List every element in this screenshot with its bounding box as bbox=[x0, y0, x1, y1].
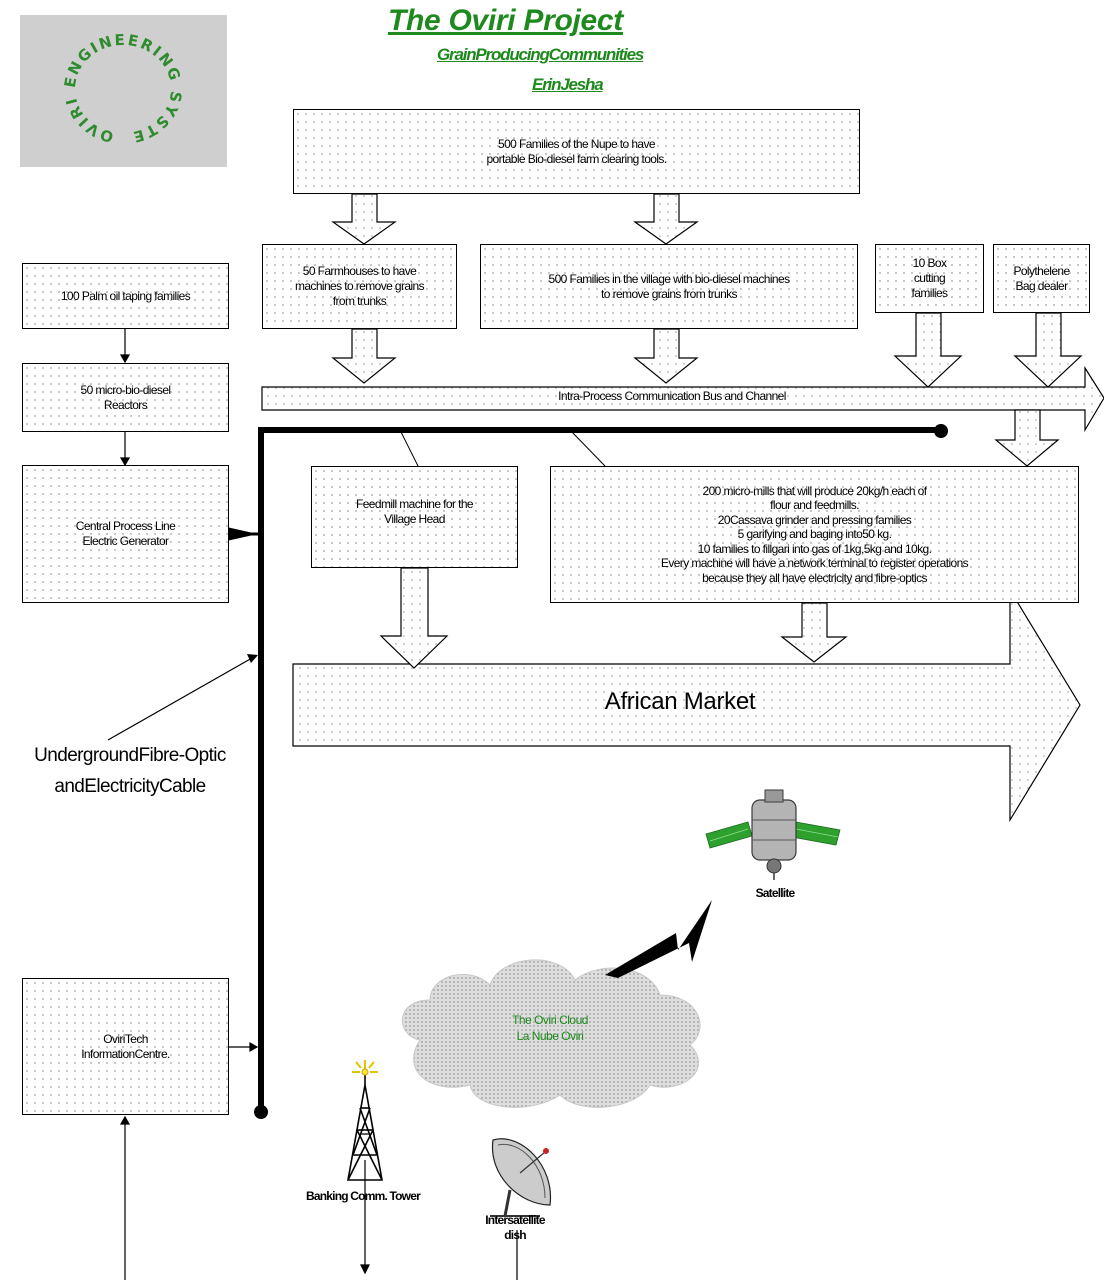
box-village-families: 500 Families in the village with bio-die… bbox=[480, 244, 858, 329]
info-centre-text: OviriTech InformationCentre. bbox=[81, 1031, 170, 1061]
block-arrow-7 bbox=[994, 409, 1060, 467]
tower-icon bbox=[347, 1068, 383, 1181]
block-arrow-2 bbox=[633, 193, 699, 245]
block-arrow-9 bbox=[780, 602, 848, 663]
farmhouses-text: 50 Farmhouses to have machines to remove… bbox=[294, 264, 425, 308]
oviri-cloud-icon bbox=[402, 959, 701, 1108]
tower-label: Banking Comm. Tower bbox=[306, 1189, 421, 1203]
satellite-label: Satellite bbox=[755, 886, 796, 900]
african-market-arrow bbox=[292, 587, 1081, 823]
bus-arrow bbox=[261, 365, 1104, 433]
page-title: The Oviri Project bbox=[388, 4, 623, 37]
box-nupe-families: 500 Families of the Nupe to have portabl… bbox=[293, 109, 860, 194]
lightning-bolt-icon bbox=[605, 900, 712, 978]
subtitle-communities: GrainProducingCommunities bbox=[437, 45, 644, 64]
box-farmhouses: 50 Farmhouses to have machines to remove… bbox=[262, 244, 457, 329]
satellite-dish-icon bbox=[490, 1138, 552, 1217]
box-micro-mills: 200 micro-mills that will produce 20kg/h… bbox=[550, 466, 1079, 603]
palm-oil-text: 100 Palm oil taping families bbox=[60, 288, 191, 303]
village-families-text: 500 Families in the village with bio-die… bbox=[548, 271, 791, 301]
box-reactors: 50 micro-bio-diesel Reactors bbox=[22, 363, 229, 432]
block-arrow-4 bbox=[633, 328, 699, 384]
generator-text: Central Process Line Electric Generator bbox=[75, 519, 176, 548]
block-arrow-3 bbox=[331, 328, 397, 384]
tower-signal-icon bbox=[352, 1060, 378, 1076]
dish-label: Intersatellite dish bbox=[485, 1213, 545, 1242]
block-arrow-5 bbox=[893, 312, 963, 388]
micro-mills-text: 200 micro-mills that will produce 20kg/h… bbox=[660, 483, 969, 585]
feedmill-text: Feedmill machine for the Village Head bbox=[356, 497, 474, 526]
block-arrow-8 bbox=[379, 567, 449, 669]
reactors-text: 50 micro-bio-diesel Reactors bbox=[80, 382, 172, 412]
block-arrow-1 bbox=[331, 193, 397, 245]
box-polythene: Polythelene Bag dealer bbox=[993, 244, 1090, 313]
oviri-logo: OVIRI ENGINEERING SYSTEMS bbox=[12, 1, 227, 167]
box-info-centre: OviriTech InformationCentre. bbox=[22, 978, 229, 1115]
satellite-icon bbox=[705, 789, 841, 880]
subtitle-location: ErinJesha bbox=[532, 75, 604, 94]
box-feedmill: Feedmill machine for the Village Head bbox=[311, 466, 518, 568]
bus-label: Intra-Process Communication Bus and Chan… bbox=[558, 389, 786, 403]
box-cutting-text: 10 Box cutting families bbox=[911, 256, 948, 300]
block-arrow-6 bbox=[1013, 312, 1083, 388]
nupe-families-text: 500 Families of the Nupe to have portabl… bbox=[486, 136, 667, 166]
polythene-text: Polythelene Bag dealer bbox=[1013, 263, 1070, 293]
cloud-label: The Oviri Cloud La Nube Oviri bbox=[512, 1013, 588, 1043]
logo-ring-icon: OVIRI ENGINEERING SYSTEMS bbox=[12, 1, 184, 146]
box-box-cutting: 10 Box cutting families bbox=[875, 244, 984, 313]
box-palm-oil: 100 Palm oil taping families bbox=[22, 263, 229, 329]
cable-label: UndergroundFibre-Optic andElectricityCab… bbox=[34, 745, 226, 797]
african-market-label: African Market bbox=[604, 688, 756, 715]
box-generator: Central Process Line Electric Generator bbox=[22, 465, 229, 603]
